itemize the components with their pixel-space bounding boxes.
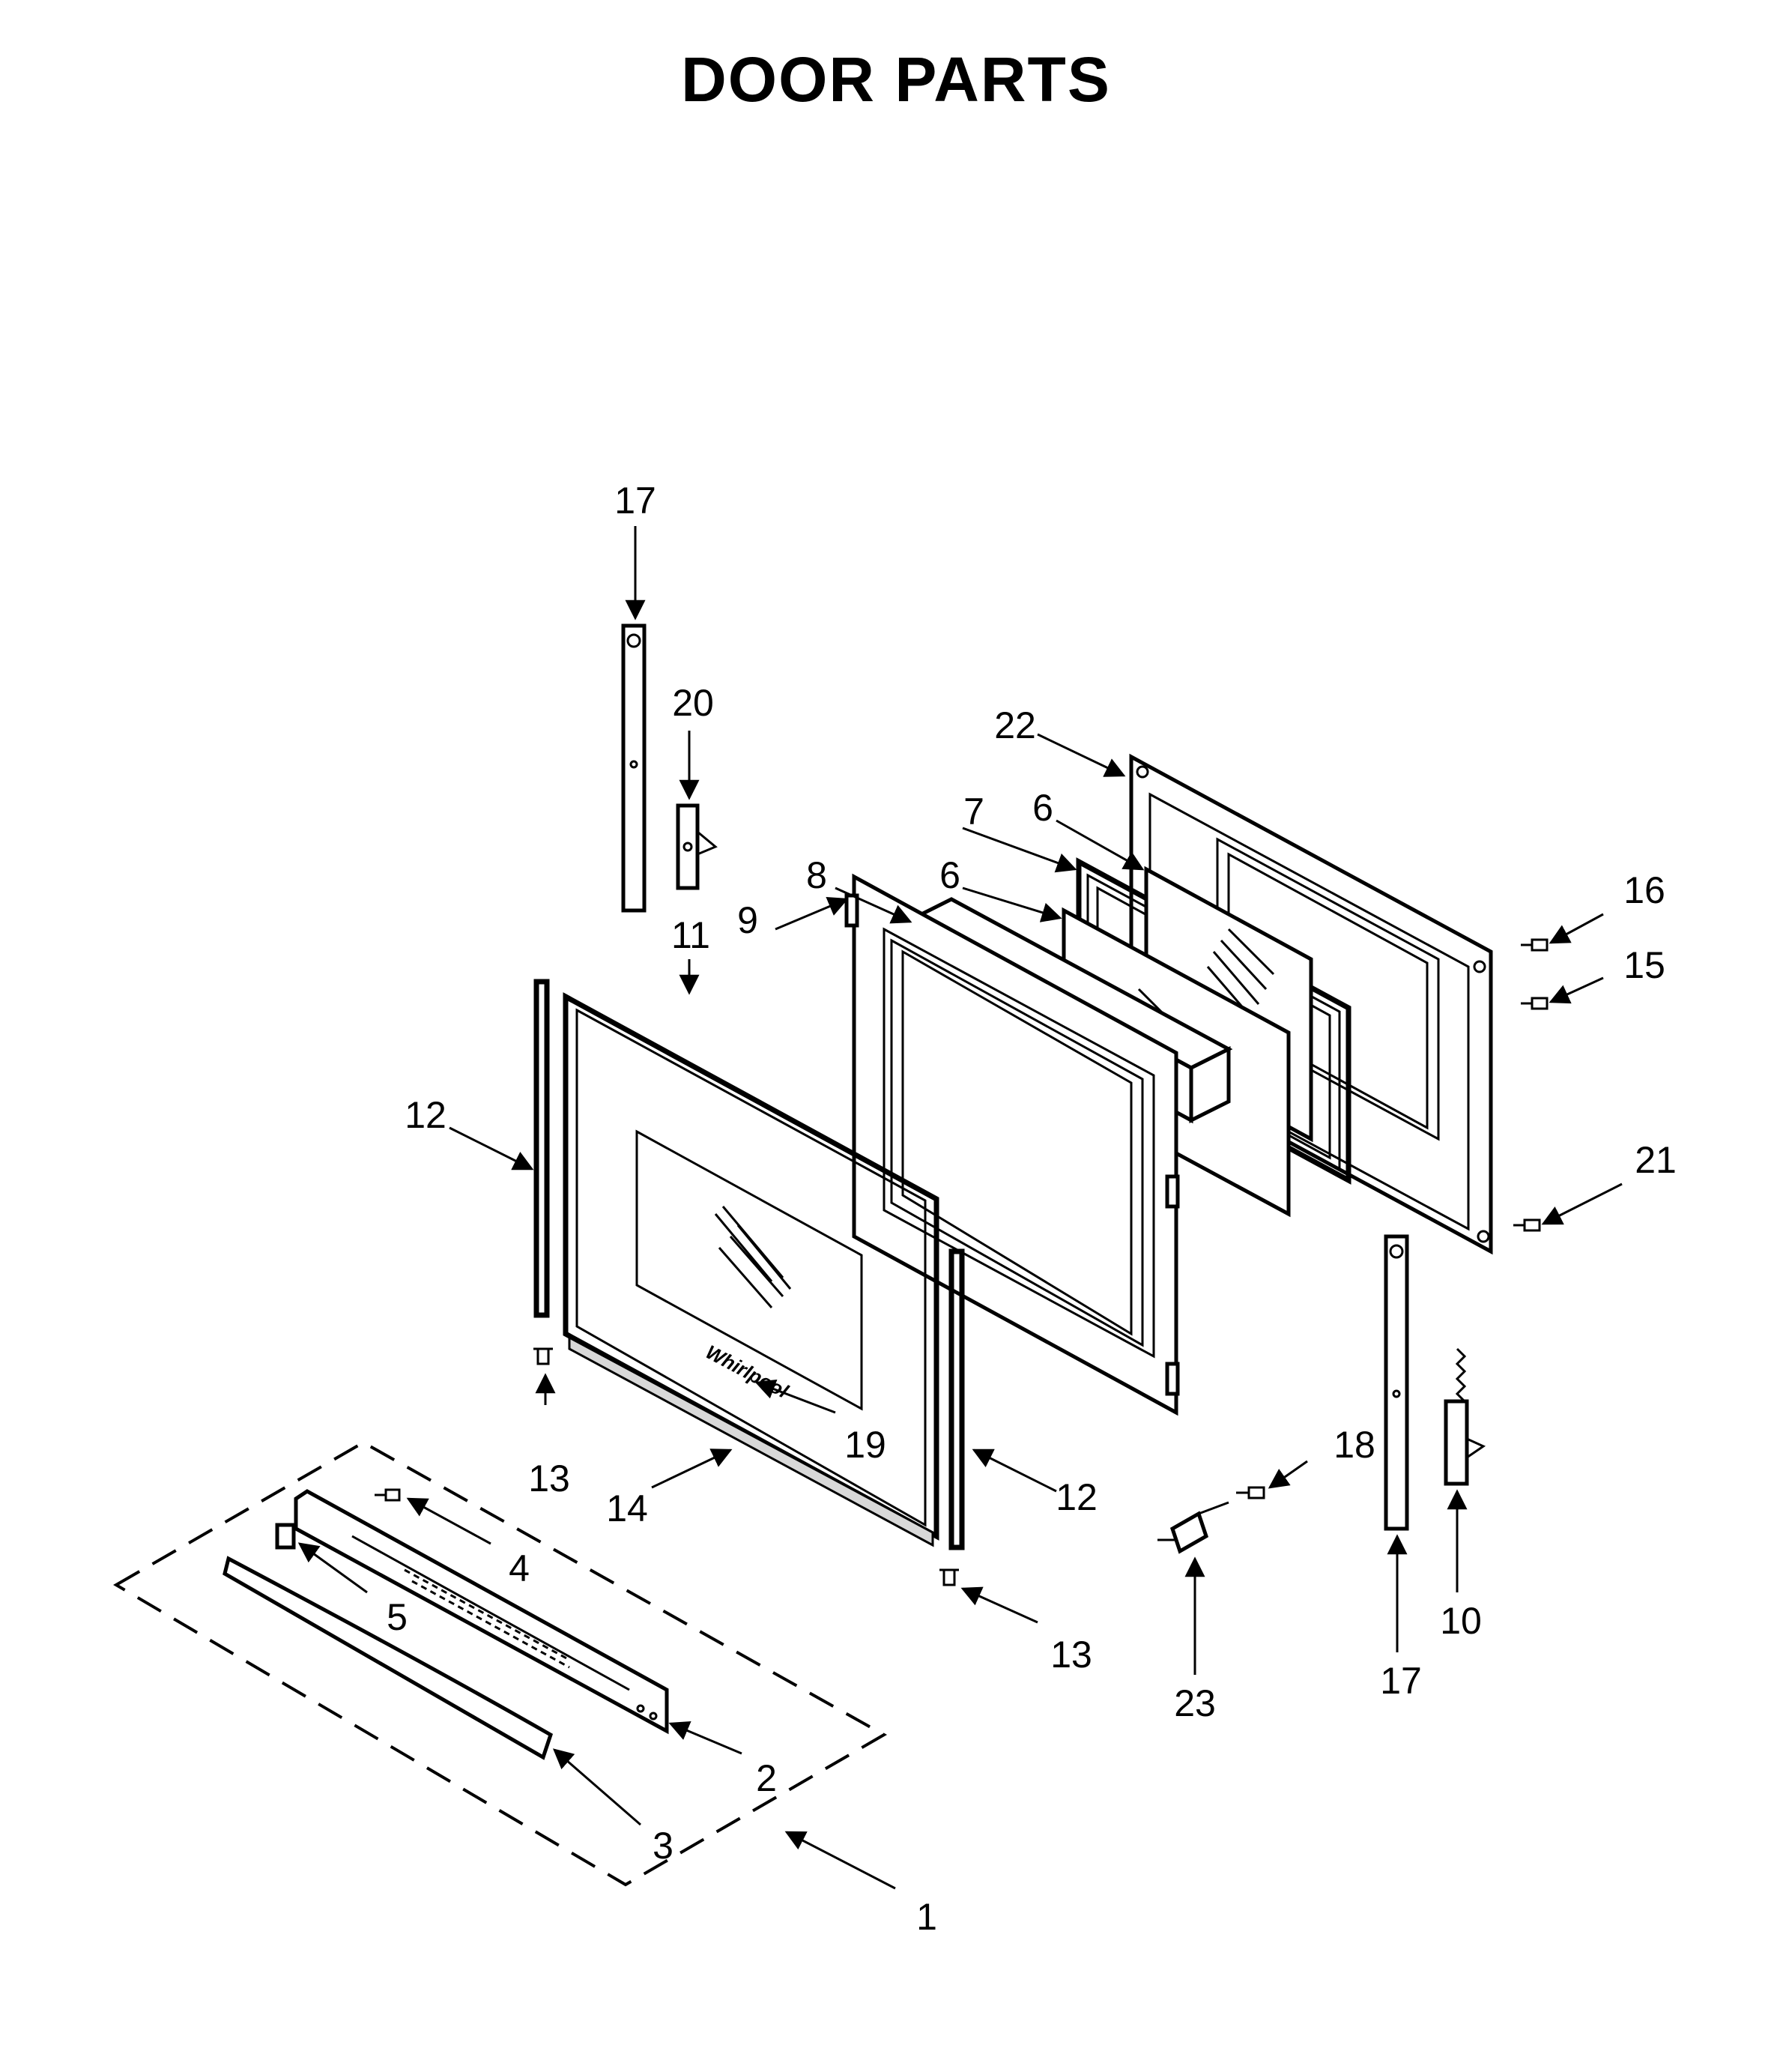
callout-12-left: 12 [405, 1094, 447, 1136]
callout-17-bottom: 17 [1380, 1660, 1422, 1702]
side-trim-left [533, 979, 550, 1318]
handle-trim [294, 1489, 669, 1735]
callout-6-top: 6 [1032, 787, 1053, 829]
callout-9: 9 [737, 899, 758, 941]
callout-8: 8 [806, 854, 827, 896]
callout-11: 11 [671, 914, 710, 956]
callout-12-right: 12 [1056, 1476, 1098, 1518]
hinge-receiver-right [1444, 1347, 1486, 1486]
callout-21: 21 [1635, 1139, 1677, 1181]
brand-mark: Whirlpool [702, 1341, 793, 1403]
callout-5: 5 [387, 1596, 408, 1638]
callout-7: 7 [963, 791, 984, 833]
screw-18 [1236, 1486, 1265, 1499]
door-handle [223, 1556, 554, 1760]
callout-22: 22 [994, 704, 1036, 746]
callout-1: 1 [916, 1896, 937, 1938]
hinge-right [1384, 1234, 1409, 1531]
callout-6-middle: 6 [939, 854, 960, 896]
screw-right [939, 1568, 959, 1586]
callout-14: 14 [606, 1487, 648, 1529]
page-title: DOOR PARTS [681, 44, 1111, 115]
door-switch [1157, 1501, 1229, 1554]
hinge-left [621, 623, 647, 913]
callout-3: 3 [653, 1825, 673, 1867]
callout-labels: 17 20 22 7 6 8 6 9 11 12 16 15 21 13 19 … [387, 480, 1677, 1938]
screw-16 [1521, 938, 1549, 952]
handle-end-cap [275, 1523, 296, 1550]
callout-23: 23 [1174, 1682, 1216, 1724]
callout-4: 4 [509, 1547, 530, 1589]
callout-13-right: 13 [1050, 1634, 1092, 1676]
leader-lines [297, 526, 1623, 1890]
callout-19: 19 [844, 1424, 886, 1466]
screw-15 [1521, 997, 1549, 1010]
hinge-receiver-left [676, 803, 718, 890]
callout-15: 15 [1623, 944, 1665, 986]
callout-20: 20 [672, 682, 714, 724]
side-trim-right [948, 1248, 965, 1550]
screw-left [533, 1347, 553, 1365]
callout-18: 18 [1334, 1424, 1375, 1466]
callout-17-top: 17 [614, 480, 656, 522]
handle-assembly-outline [113, 1440, 888, 1887]
callout-2: 2 [756, 1757, 777, 1799]
callout-13-left: 13 [528, 1458, 570, 1499]
callout-10: 10 [1440, 1600, 1482, 1642]
handle-screw [375, 1488, 401, 1502]
bottom-door-trim [568, 1335, 934, 1547]
screw-21 [1513, 1218, 1541, 1232]
callout-16: 16 [1623, 869, 1665, 911]
